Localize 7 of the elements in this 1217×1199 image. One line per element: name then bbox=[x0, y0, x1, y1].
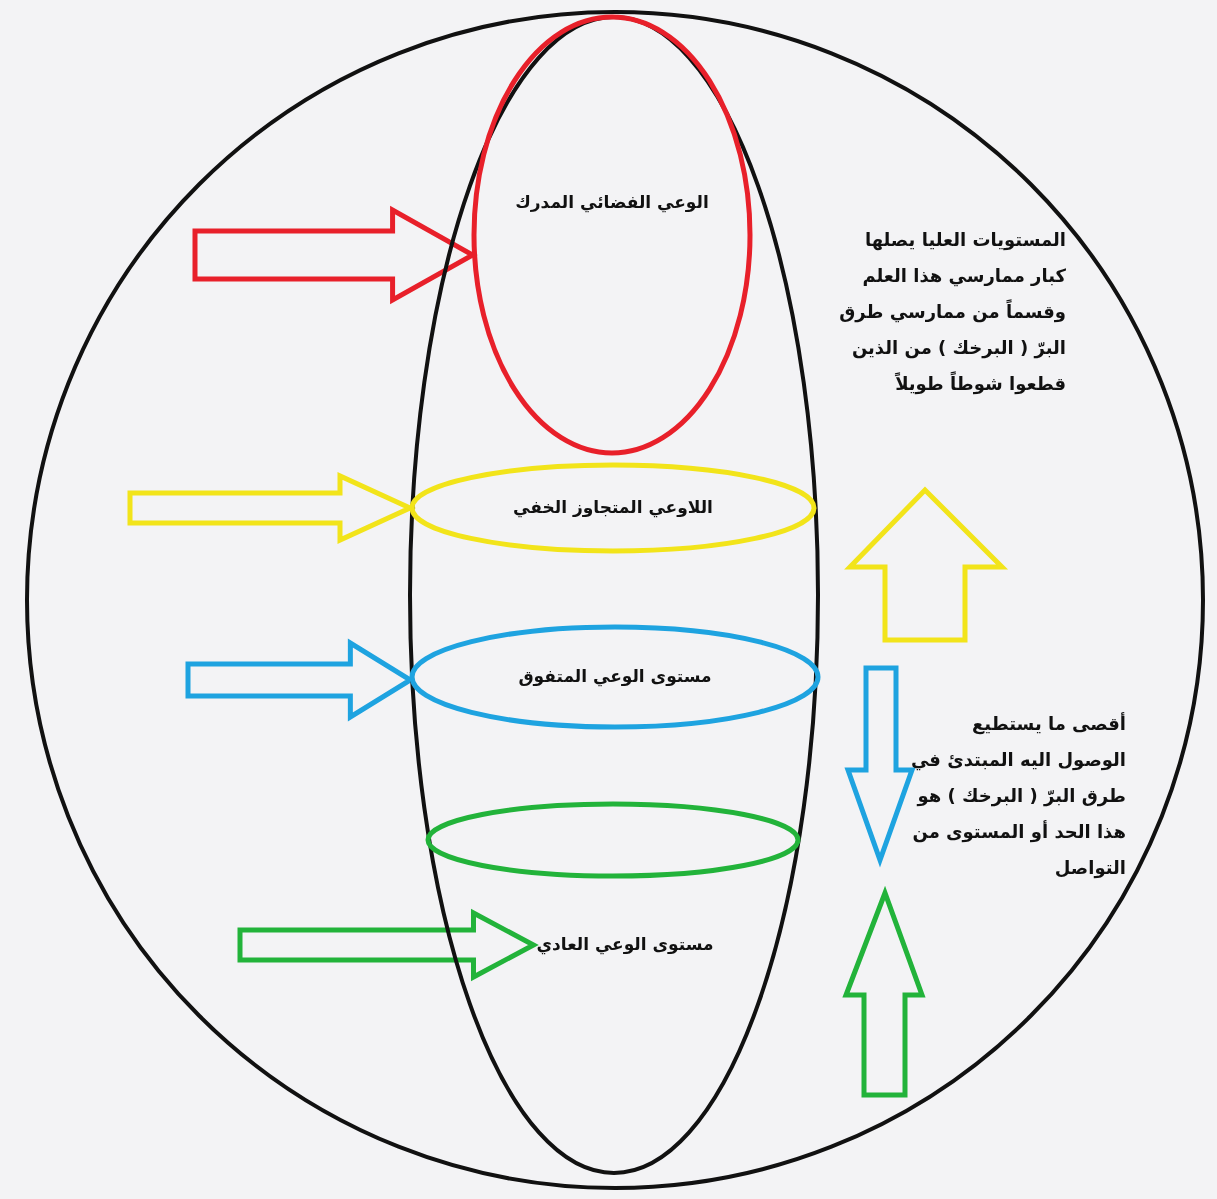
note-text: المستويات العليا يصلها كبار ممارسي هذا العلم وقسماً من ممارسي طرق البرّ ( البرخك ) من الذين قطعوا شوطاً طويلاً bbox=[838, 228, 1066, 397]
level-label: الوعي الفضائي المدرك bbox=[515, 191, 709, 215]
level-label: مستوى الوعي المتفوق bbox=[518, 665, 712, 689]
level-label: مستوى الوعي العادي bbox=[536, 933, 714, 957]
level-label: اللاوعي المتجاوز الخفي bbox=[513, 496, 713, 520]
note-text: أقصى ما يستطيع الوصول اليه المبتدئ في طرق البرّ ( البرخك ) هو هذا الحد أو المستوى من التواصل bbox=[909, 711, 1126, 881]
block-arrow bbox=[237, 908, 539, 982]
